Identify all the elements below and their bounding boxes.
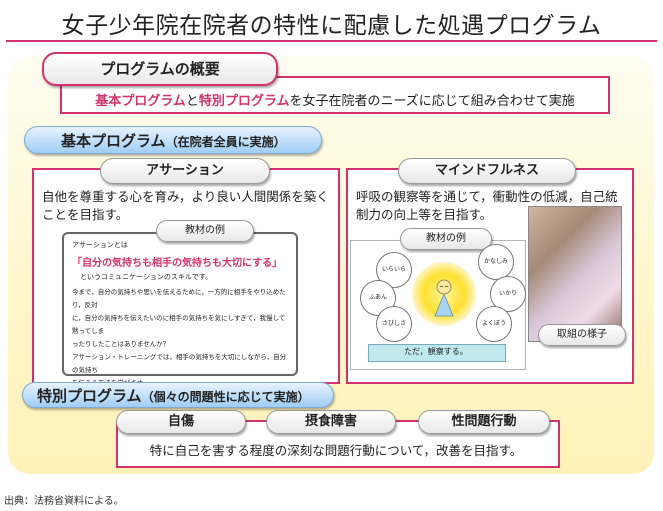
overview-text-rest: を女子在院者のニーズに応じて組み合わせて実施 (289, 94, 575, 109)
material-heading: アサーションとは (72, 241, 128, 249)
category-self-harm: 自傷 (116, 410, 246, 434)
mindfulness-description: 呼吸の観察等を通じて，衝動性の低減，自己統制力の向上等を目指す。 (356, 189, 618, 222)
overview-text: 基本プログラムと特別プログラムを女子在院者のニーズに応じて組み合わせて実施 (60, 90, 610, 109)
basic-program-heading: 基本プログラム（在院者全員に実施） (24, 126, 322, 154)
photo-caption: 取組の様子 (538, 324, 626, 346)
title-underline (6, 40, 657, 42)
tab-assertion: アサーション (100, 158, 270, 184)
mindfulness-material-label: 教材の例 (400, 228, 492, 250)
emotion-bubble: いかり (490, 276, 526, 312)
category-eating-disorder: 摂食障害 (266, 410, 396, 434)
tab-mindfulness: マインドフルネス (398, 158, 576, 184)
material-body-line: に，自分の気持ちを伝えたいのに相手の気持ちを気にしすぎて，我慢して黙ってしま (72, 314, 286, 335)
assertion-description: 自他を尊重する心を育み，より良い人間関係を築くことを目指す。 (42, 189, 329, 222)
material-subtitle: というコミュニケーションのスキルです。 (80, 273, 213, 281)
emotion-bubble: よくぼう (476, 306, 512, 342)
activity-photo (528, 206, 622, 342)
special-program-heading: 特別プログラム（個々の問題性に応じて実施） (22, 382, 334, 408)
observe-text: ただ，観察する。 (404, 347, 468, 356)
special-program-link-text: 特別プログラム (198, 94, 290, 109)
overview-heading: プログラムの概要 (42, 52, 278, 86)
material-body-line: アサーション・トレーニングでは，相手の気持ちを大切にしながら，自分の気持ち (72, 353, 287, 374)
emotion-bubble: かなしみ (478, 244, 514, 280)
overview-text-and: と (185, 94, 199, 109)
assertion-material-label: 教材の例 (156, 220, 254, 242)
material-body: 今まで，自分の気持ちや思いを伝えるために，一方的に相手をやり込めたり，反対 に，… (72, 286, 288, 390)
observe-bar (368, 344, 506, 362)
material-highlight: 「自分の気持ちも相手の気持ちも大切にする」 (72, 258, 283, 269)
special-program-subtitle: （個々の問題性に応じて実施） (141, 390, 310, 404)
basic-program-title: 基本プログラム (61, 132, 166, 150)
emotion-bubble: さびしさ (376, 306, 412, 342)
material-body-line: 今まで，自分の気持ちや思いを伝えるために，一方的に相手をやり込めたり，反対 (72, 288, 286, 309)
material-body-line: ったりしたことはありませんか？ (72, 340, 170, 348)
basic-program-subtitle: （在院者全員に実施） (165, 135, 286, 149)
category-sexual-behavior: 性問題行動 (418, 410, 550, 434)
source-note: 出典：法務省資料による。 (4, 496, 124, 507)
basic-program-link-text: 基本プログラム (95, 94, 186, 109)
meditating-figure-icon (434, 279, 454, 317)
assertion-material-document (62, 232, 298, 376)
page-title: 女子少年院在院者の特性に配慮した処遇プログラム (61, 13, 602, 39)
special-program-title: 特別プログラム (37, 387, 142, 405)
special-program-text: 特に自己を害する程度の深刻な問題行動について，改善を目指す。 (149, 443, 523, 458)
